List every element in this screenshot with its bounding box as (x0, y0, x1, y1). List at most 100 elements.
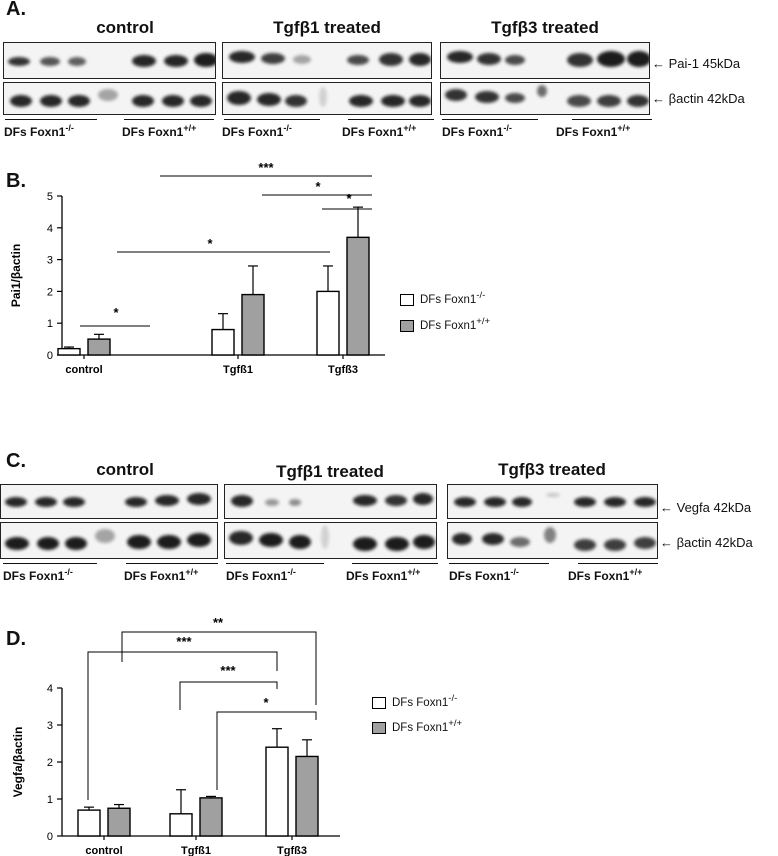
blot-band (505, 93, 525, 103)
x-tick-label: Tgfß1 (223, 364, 253, 376)
blot-band (289, 499, 301, 506)
bar-control-1 (107, 807, 131, 837)
bar-control-0 (57, 347, 81, 356)
bar-Tgfß3-0 (316, 290, 340, 356)
significance-marker: * (346, 191, 352, 206)
significance-bracket (121, 631, 317, 705)
group-label-knockout: DFs Foxn1-/- (3, 567, 73, 583)
panel-a-letter: A. (6, 0, 26, 20)
group-underline (3, 563, 97, 565)
panel-d-legend-knockout: DFs Foxn1-/- (372, 693, 457, 709)
panel-d-letter: D. (6, 628, 26, 650)
blot-band (187, 533, 211, 547)
significance-marker: * (263, 695, 269, 710)
blot-band (259, 533, 283, 547)
y-tick-label: 4 (47, 223, 53, 235)
blot-band (265, 499, 279, 506)
bar-Tgfß1-1 (241, 293, 265, 356)
blot-band (95, 529, 115, 543)
blot-band (477, 53, 501, 65)
blot-band (68, 95, 90, 107)
significance-bracket (179, 681, 278, 710)
blot-actin-c-tgfb3 (447, 522, 658, 559)
blot-band (5, 497, 27, 507)
y-tick-label: 2 (47, 757, 53, 769)
y-axis-label: Pai1/βactin (9, 244, 23, 307)
group-label-text: DFs Foxn1 (222, 125, 284, 139)
blot-band (132, 55, 156, 67)
blot-band (482, 533, 504, 545)
blot-band (381, 95, 405, 107)
y-tick-label: 3 (47, 720, 53, 732)
blot-band (321, 525, 329, 549)
blot-band (385, 495, 407, 506)
group-underline (352, 563, 438, 565)
blot-band (409, 95, 431, 107)
x-tick-label: Tgfß3 (328, 364, 358, 376)
blot-band (634, 537, 656, 549)
panel-b-legend-wildtype: DFs Foxn1+/+ (400, 316, 490, 332)
blot-band (10, 95, 32, 107)
blot-band (293, 55, 311, 64)
panel-d-legend-wildtype-label: DFs Foxn1 (392, 721, 449, 734)
panel-d-legend-knockout-sup: -/- (448, 693, 458, 704)
y-tick-label: 3 (47, 255, 53, 267)
y-tick-label: 1 (47, 794, 53, 806)
blot-band (353, 537, 377, 551)
group-label-sup: -/- (64, 567, 73, 577)
blot-band (285, 95, 307, 107)
blot-band (567, 53, 593, 67)
bar-Tgfß3-0 (265, 746, 289, 837)
blot-band (546, 493, 560, 497)
bar-Tgfß1-1 (199, 797, 223, 837)
significance-marker: *** (220, 663, 236, 678)
blot-actin-a-tgfb3 (440, 82, 650, 115)
group-label-text: DFs Foxn1 (342, 125, 404, 139)
significance-marker: * (113, 305, 119, 320)
panel-b-legend-wildtype-sup: +/+ (476, 316, 491, 327)
legend-swatch-white (400, 293, 414, 306)
group-label-sup: -/- (503, 123, 512, 133)
arrow-left-icon: ← (652, 56, 665, 71)
blot-band (385, 537, 409, 551)
blot-band (5, 537, 29, 550)
y-tick-label: 2 (47, 286, 53, 298)
blot-actin-c-tgfb1 (224, 522, 437, 559)
blot-pai1-control (3, 42, 216, 79)
panel-b-legend-knockout-label: DFs Foxn1 (420, 293, 477, 306)
panel-a-condition-tgfb3: Tgfβ3 treated (491, 18, 599, 37)
blot-band (484, 497, 506, 507)
arrow-left-icon: ← (660, 535, 673, 550)
significance-marker: *** (176, 634, 192, 649)
x-tick-label: control (85, 845, 122, 856)
blot-band (597, 95, 621, 107)
blot-band (261, 53, 285, 64)
blot-band (413, 493, 433, 505)
blot-band (125, 497, 147, 507)
group-label-text: DFs Foxn1 (449, 569, 511, 583)
panel-c-loading-label: βactin 42kDa (676, 535, 753, 550)
arrow-left-icon: ← (660, 500, 673, 515)
blot-pai1-tgfb1 (222, 42, 432, 79)
group-label-text: DFs Foxn1 (346, 569, 408, 583)
bar-Tgfß3-1 (346, 236, 370, 356)
bar-Tgfß1-0 (169, 813, 193, 837)
blot-band (37, 537, 59, 550)
panel-a-protein-arrow: ← Pai-1 45kDa (652, 56, 740, 71)
panel-c-condition-tgfb3: Tgfβ3 treated (498, 460, 606, 479)
blot-band (447, 51, 473, 63)
bar-control-0 (77, 809, 101, 837)
blot-band (35, 497, 57, 507)
blot-band (445, 89, 467, 101)
panel-c-protein-label: Vegfa 42kDa (676, 500, 752, 515)
panel-a-loading-label: βactin 42kDa (668, 91, 745, 106)
panel-a-loading-arrow: ← βactin 42kDa (652, 91, 745, 106)
blot-band (604, 497, 626, 507)
blot-band (194, 53, 215, 67)
blot-actin-a-control (3, 82, 216, 115)
group-underline (442, 119, 538, 121)
blot-band (157, 535, 181, 549)
x-tick-label: Tgfß1 (181, 845, 211, 856)
blot-vegfa-control (0, 484, 218, 519)
panel-c-condition-control: control (96, 460, 154, 479)
